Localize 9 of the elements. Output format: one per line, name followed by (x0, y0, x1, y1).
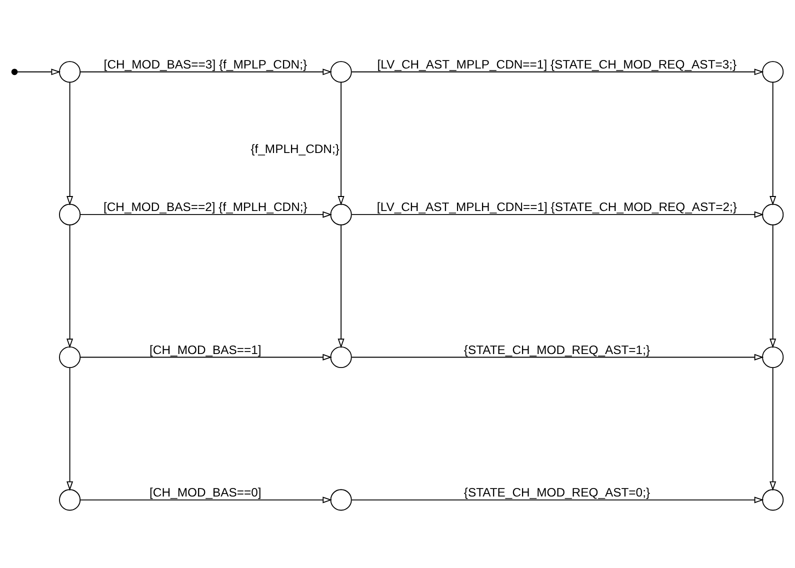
edge-label: [CH_MOD_BAS==0] (150, 485, 262, 500)
edge-label: [LV_CH_AST_MPLH_CDN==1] {STATE_CH_MOD_REQ_AST=2;} (376, 200, 737, 214)
edge-label: [LV_CH_AST_MPLP_CDN==1] {STATE_CH_MOD_REQ_AST=3;} (377, 57, 737, 72)
edge-label: [CH_MOD_BAS==2] {f_MPLH_CDN;} (103, 200, 308, 214)
edge-label: {f_MPLH_CDN;} (250, 142, 340, 156)
edge-label: [CH_MOD_BAS==1] (150, 342, 262, 356)
edge-label: [CH_MOD_BAS==3] {f_MPLP_CDN;} (104, 57, 308, 72)
edge-label: {STATE_CH_MOD_REQ_AST=1;} (464, 342, 650, 356)
edge-label: {STATE_CH_MOD_REQ_AST=0;} (464, 485, 650, 500)
